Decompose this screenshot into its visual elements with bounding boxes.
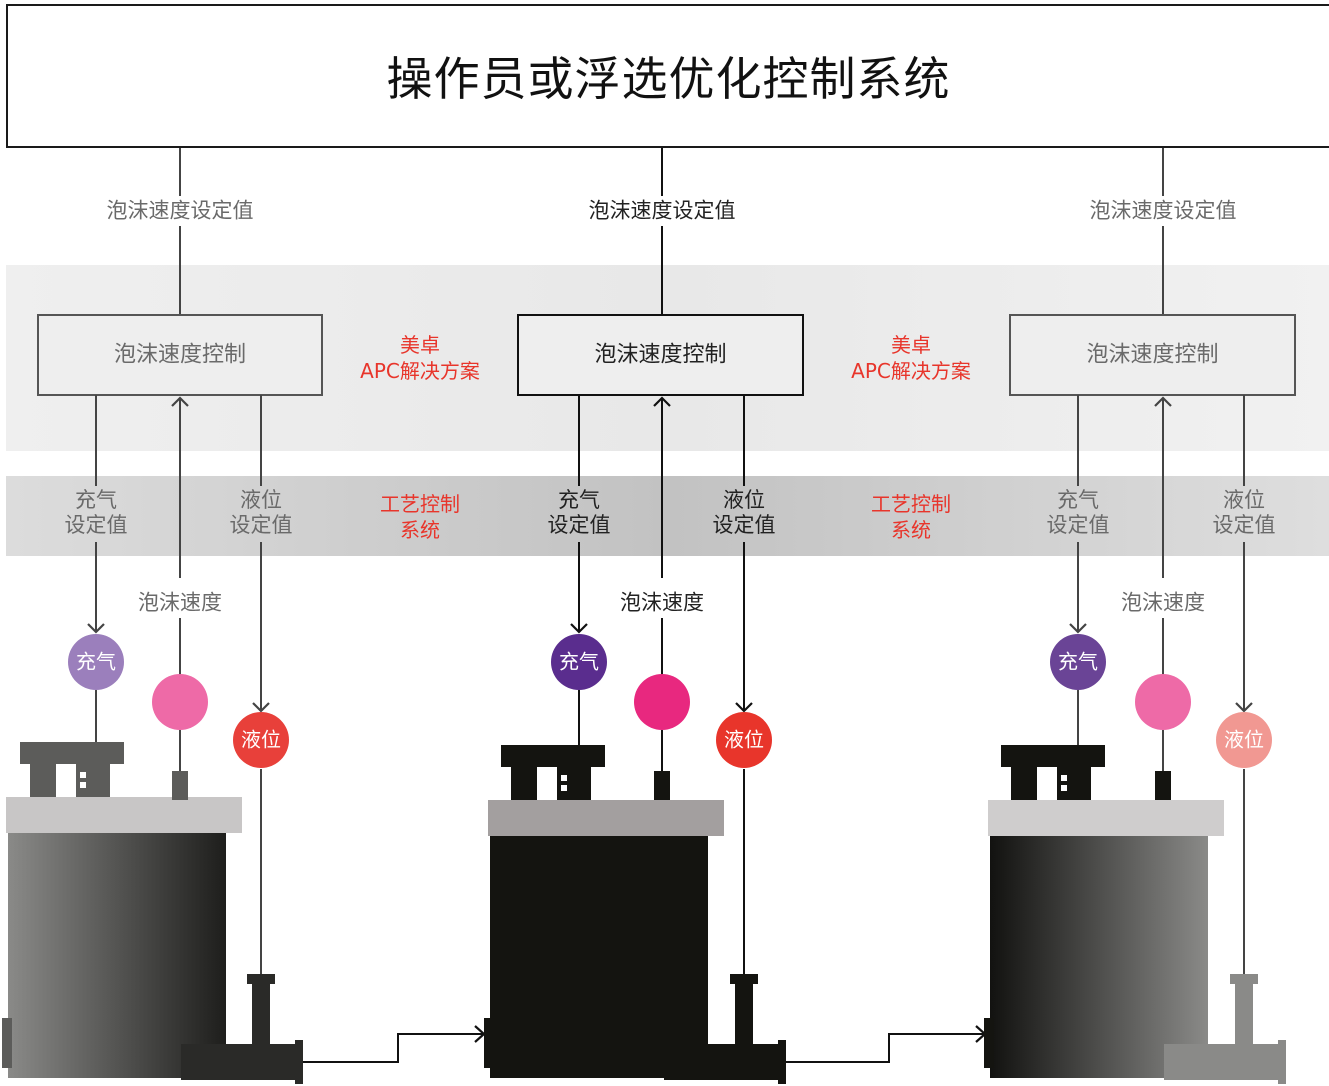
agitator-notch [1061,785,1067,791]
arrow-head [1069,623,1087,634]
froth-sensor [654,771,670,800]
arrow-head [171,396,189,407]
tank-body [990,836,1208,1078]
controller-box [37,314,323,396]
froth-speed-label: 泡沫速度 [620,590,704,615]
froth-speed-setpoint-label: 泡沫速度设定值 [588,198,736,223]
arrow-head [653,396,671,407]
froth-speed-sensor-circle [152,674,208,730]
level-valve-flange [247,974,275,984]
arrow-head [735,702,753,713]
tank-body [8,833,226,1078]
level-circle-label: 液位 [241,727,281,752]
agitator-leg [1057,767,1091,800]
process-control-band [6,476,1329,556]
arrow-head [1154,396,1172,407]
page-title: 操作员或浮选优化控制系统 [6,4,1329,148]
agitator-notch [561,775,567,781]
level-valve-flange [730,974,758,984]
controller-box [517,314,804,396]
level-circle [1216,712,1272,768]
level-valve-stem [735,984,753,1044]
froth-speed-controller-label: 泡沫速度控制 [594,342,727,368]
froth-speed-label: 泡沫速度 [138,590,222,615]
air-circle-label: 充气 [76,649,116,674]
agitator-notch [1061,775,1067,781]
level-setpoint-label: 液位 设定值 [229,488,293,537]
arrow-head [252,702,270,713]
tank-top [988,800,1224,836]
discharge-pipe [664,1044,782,1080]
froth-speed-label: 泡沫速度 [1121,590,1205,615]
tank-body [490,836,708,1078]
air-circle [68,634,124,690]
discharge-pipe [181,1044,299,1080]
tank-feed-flange [2,1018,12,1068]
air-setpoint-label: 充气 设定值 [547,488,611,537]
air-setpoint-label: 充气 设定值 [64,488,128,537]
agitator-notch [80,782,86,788]
level-valve-flange [1230,974,1258,984]
froth-speed-setpoint-label: 泡沫速度设定值 [1089,198,1237,223]
agitator-notch [80,772,86,778]
air-circle [551,634,607,690]
level-circle [233,712,289,768]
flotation-tank [2,742,303,1084]
arrow-head [87,623,105,634]
level-circle-label: 液位 [724,727,764,752]
flow-line [300,1033,484,1063]
froth-speed-sensor-circle [1135,674,1191,730]
froth-speed-controller-label: 泡沫速度控制 [113,342,247,368]
process-control-label: 工艺控制 系统 [380,492,460,542]
discharge-flange [778,1040,786,1084]
level-circle-label: 液位 [1224,727,1264,752]
agitator-cap [501,745,605,767]
tank-feed-flange [484,1018,494,1068]
level-circle [716,712,772,768]
froth-speed-controller-label: 泡沫速度控制 [1086,342,1219,368]
tank-top [488,800,724,836]
level-setpoint-label: 液位 设定值 [712,488,776,537]
tank-top [6,797,242,833]
arrow-head [1235,702,1253,713]
froth-sensor [172,771,188,800]
agitator-leg [1011,767,1037,800]
agitator-leg [30,764,56,797]
discharge-pipe [1164,1044,1282,1080]
apc-solution-label: 美卓 APC解决方案 [360,333,480,383]
agitator-leg [76,764,110,797]
froth-sensor [1155,771,1171,800]
agitator-leg [511,767,537,800]
froth-speed-sensor-circle [634,674,690,730]
discharge-flange [295,1040,303,1084]
froth-speed-setpoint-label: 泡沫速度设定值 [106,198,254,223]
flotation-tank [484,745,786,1084]
air-circle-label: 充气 [559,649,599,674]
process-control-label: 工艺控制 系统 [871,492,951,542]
agitator-notch [561,785,567,791]
arrow-head [570,623,588,634]
tank-feed-flange [984,1018,994,1068]
air-setpoint-label: 充气 设定值 [1046,488,1110,537]
controller-box [1009,314,1296,396]
agitator-cap [1001,745,1105,767]
air-circle [1050,634,1106,690]
agitator-cap [20,742,124,764]
agitator-leg [557,767,591,800]
level-valve-stem [252,984,270,1044]
flow-line [784,1033,985,1063]
level-setpoint-label: 液位 设定值 [1212,488,1276,537]
air-circle-label: 充气 [1058,649,1098,674]
level-valve-stem [1235,984,1253,1044]
discharge-flange [1278,1040,1286,1084]
flotation-tank [984,745,1286,1084]
apc-solution-label: 美卓 APC解决方案 [851,333,971,383]
